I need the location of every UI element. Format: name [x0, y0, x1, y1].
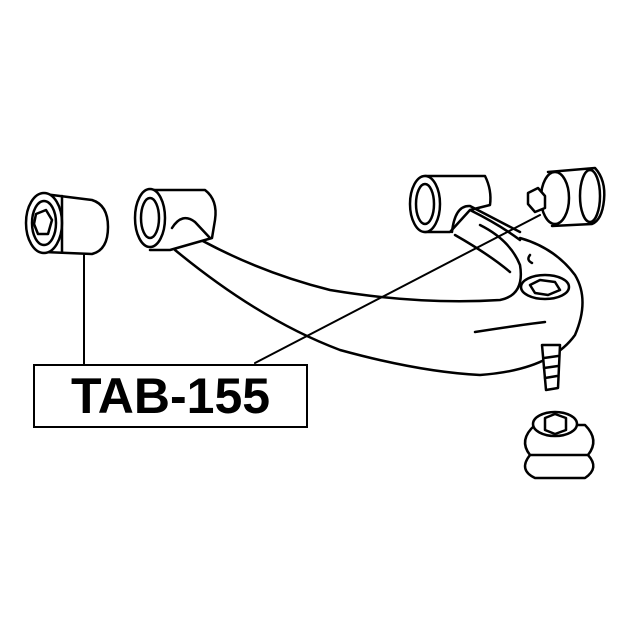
ball-joint-stud — [540, 343, 562, 392]
bushing-left — [24, 191, 110, 256]
leader-line-right — [254, 214, 541, 364]
part-number-label: TAB-155 — [33, 364, 308, 428]
bushing-right — [526, 166, 606, 228]
arm-bushing-left — [133, 187, 217, 252]
dust-boot — [523, 410, 595, 480]
control-arm — [173, 208, 584, 377]
arm-bushing-right — [408, 174, 522, 234]
